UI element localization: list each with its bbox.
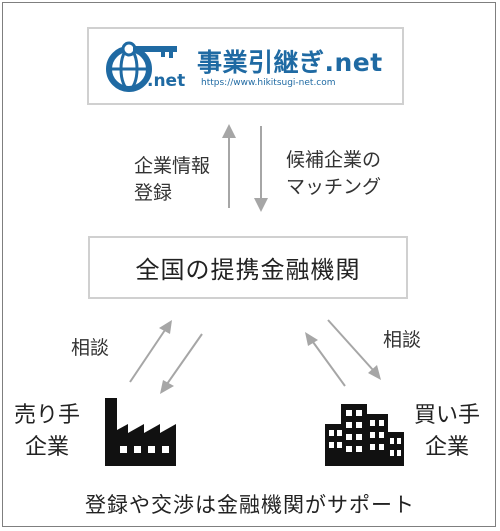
up-arrow (222, 124, 236, 208)
seller-to-bank-arrow (129, 320, 172, 383)
seller-line2: 企業 (25, 435, 70, 460)
buyer-label: 買い手 企業 (414, 400, 480, 464)
buyer-line2: 企業 (425, 435, 470, 460)
footer-caption: 登録や交渉は金融機関がサポート (85, 493, 415, 517)
key-globe-logo-icon (106, 41, 177, 92)
logo-box: .net 事業引継ぎ.net https://www.hikitsugi-net… (87, 27, 404, 105)
bank-to-buyer-arrow (327, 319, 381, 380)
banks-label: 全国の提携金融機関 (135, 256, 361, 284)
matching-label: 候補企業の マッチング (286, 147, 381, 201)
office-buildings-icon (325, 404, 404, 466)
buyer-line1: 買い手 (414, 403, 481, 428)
logo-net-text: .net (147, 71, 186, 91)
brand-url: https://www.hikitsugi-net.com (201, 78, 336, 88)
buyer-to-bank-arrow (305, 332, 346, 387)
banks-box: 全国の提携金融機関 (88, 236, 408, 299)
matching-line2: マッチング (286, 176, 382, 198)
register-info-line1: 企業情報 (133, 155, 210, 177)
matching-line1: 候補企業の (286, 149, 382, 171)
consult-right-label: 相談 (383, 329, 422, 351)
down-arrow (254, 126, 268, 212)
seller-label: 売り手 企業 (14, 400, 80, 464)
brand-name: 事業引継ぎ.net (197, 48, 383, 77)
seller-line1: 売り手 (14, 403, 81, 428)
register-info-line2: 登録 (133, 182, 172, 204)
factory-icon (105, 398, 176, 466)
register-info-label: 企業情報 登録 (96, 153, 210, 207)
bank-to-seller-arrow (160, 333, 203, 394)
consult-left-label: 相談 (71, 337, 110, 359)
